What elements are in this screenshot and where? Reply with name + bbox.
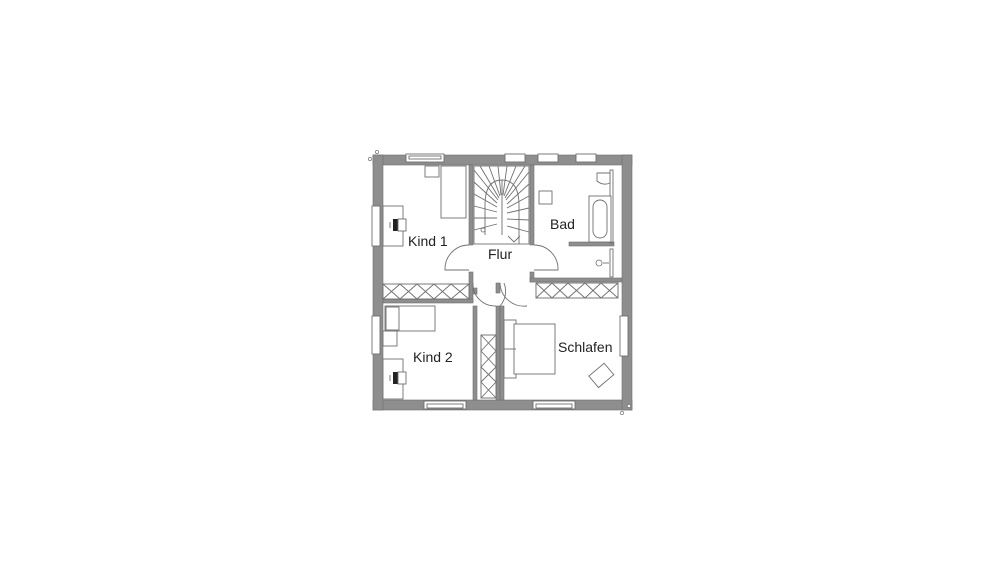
room-label-schlafen: Schlafen	[558, 339, 612, 355]
room-label-kind1: Kind 1	[408, 233, 448, 249]
wardrobes	[382, 282, 619, 399]
kind2-furniture	[382, 305, 436, 400]
windows	[371, 153, 629, 410]
room-label-bad: Bad	[550, 216, 575, 232]
kind1-furniture	[382, 165, 467, 247]
outer-walls	[368, 150, 633, 415]
room-label-flur: Flur	[488, 246, 512, 262]
bad-furniture	[538, 172, 612, 267]
room-label-kind2: Kind 2	[413, 349, 453, 365]
schlafen-furniture	[503, 319, 615, 389]
staircase	[473, 165, 530, 245]
doors	[444, 244, 559, 307]
